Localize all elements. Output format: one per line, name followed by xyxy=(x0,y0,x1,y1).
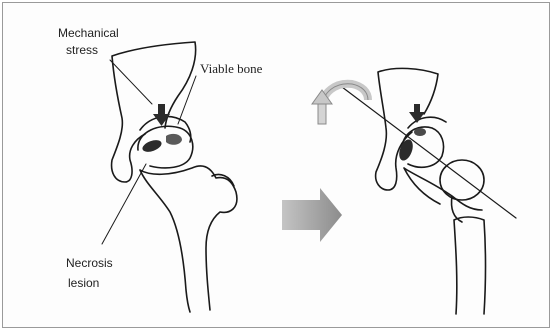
viable-bone-label: Viable bone xyxy=(200,62,262,76)
left-viable-bone-patch xyxy=(166,134,182,145)
mechanical-stress-label-line1: Mechanical xyxy=(58,26,119,40)
stress-pointer xyxy=(110,60,152,104)
curved-arrow-icon xyxy=(312,84,368,124)
left-femur-outline xyxy=(140,166,237,312)
right-necrosis-lesion xyxy=(397,138,416,163)
mechanical-stress-label-line2: stress xyxy=(66,43,98,57)
osteotomy-line xyxy=(338,84,516,218)
right-lower-femur xyxy=(454,217,486,314)
necrosis-label-line2: lesion xyxy=(68,276,99,290)
necrosis-label-line1: Necrosis xyxy=(66,256,113,270)
right-viable-bone-patch xyxy=(414,128,426,136)
right-femur-outline xyxy=(404,168,482,222)
right-arrow-icon xyxy=(282,188,342,242)
down-arrow-icon xyxy=(153,104,170,126)
down-arrow-icon xyxy=(409,104,425,123)
left-necrosis-lesion xyxy=(141,138,163,154)
necrosis-pointer xyxy=(102,164,146,244)
